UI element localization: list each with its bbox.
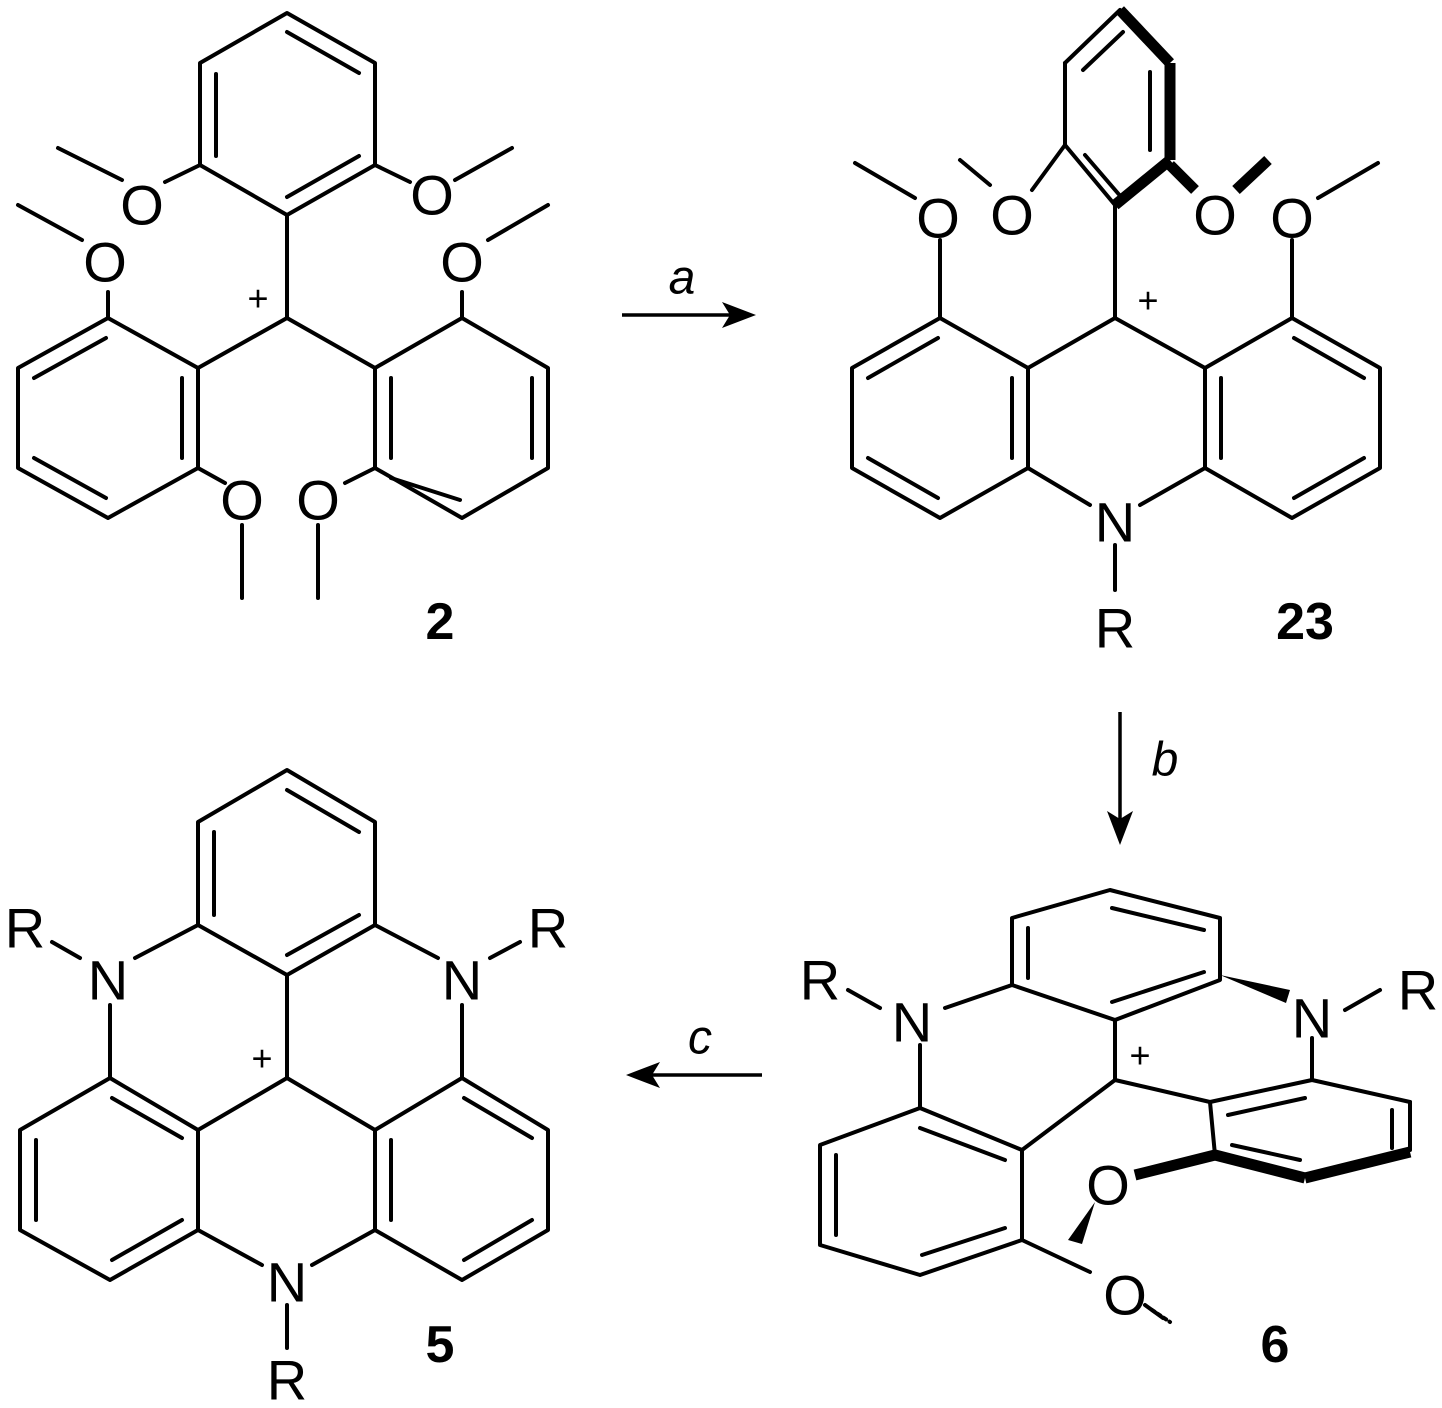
oxygen-atom: O [220,469,264,532]
nitrogen-atom: N [267,1251,307,1314]
substituent-r: R [528,897,568,960]
oxygen-atom: O [410,164,454,227]
compound-5-structure: N R N R N R + [5,768,568,1408]
nitrogen-atom: N [442,949,482,1012]
reagent-a: a [669,252,696,305]
reaction-arrow-a [622,302,756,328]
positive-charge: + [1137,280,1158,321]
reaction-arrow-b [1107,712,1133,845]
compound-23-structure: O O O O N R + [850,6,1382,660]
nitrogen-atom: N [88,949,128,1012]
oxygen-atom: O [296,469,340,532]
oxygen-atom: O [990,184,1034,247]
oxygen-atom: O [1086,1154,1130,1217]
compound-label-5: 5 [426,1316,455,1374]
reagent-c: c [688,1012,712,1065]
positive-charge: + [1129,1035,1150,1076]
nitrogen-atom: N [1292,987,1332,1050]
positive-charge: + [247,278,268,319]
substituent-r: R [1095,597,1135,660]
compound-label-2: 2 [426,593,455,651]
compound-label-6: 6 [1261,1316,1290,1374]
reagent-b: b [1152,734,1179,787]
nitrogen-atom: N [1095,491,1135,554]
substituent-r: R [1398,959,1438,1022]
compound-label-23: 23 [1276,593,1334,651]
oxygen-atom: O [1270,187,1314,250]
reaction-arrow-c [626,1062,762,1088]
nitrogen-atom: N [892,991,932,1054]
oxygen-atom: O [120,174,164,237]
compound-2-structure: O O O O O O + [16,11,550,600]
compound-6-structure: N R N R O O + [800,888,1438,1327]
oxygen-atom: O [916,187,960,250]
positive-charge: + [251,1038,272,1079]
substituent-r: R [5,897,45,960]
oxygen-atom: O [1103,1264,1147,1327]
oxygen-atom: O [1193,184,1237,247]
substituent-r: R [800,949,840,1012]
oxygen-atom: O [83,231,127,294]
substituent-r: R [267,1349,307,1408]
oxygen-atom: O [440,231,484,294]
